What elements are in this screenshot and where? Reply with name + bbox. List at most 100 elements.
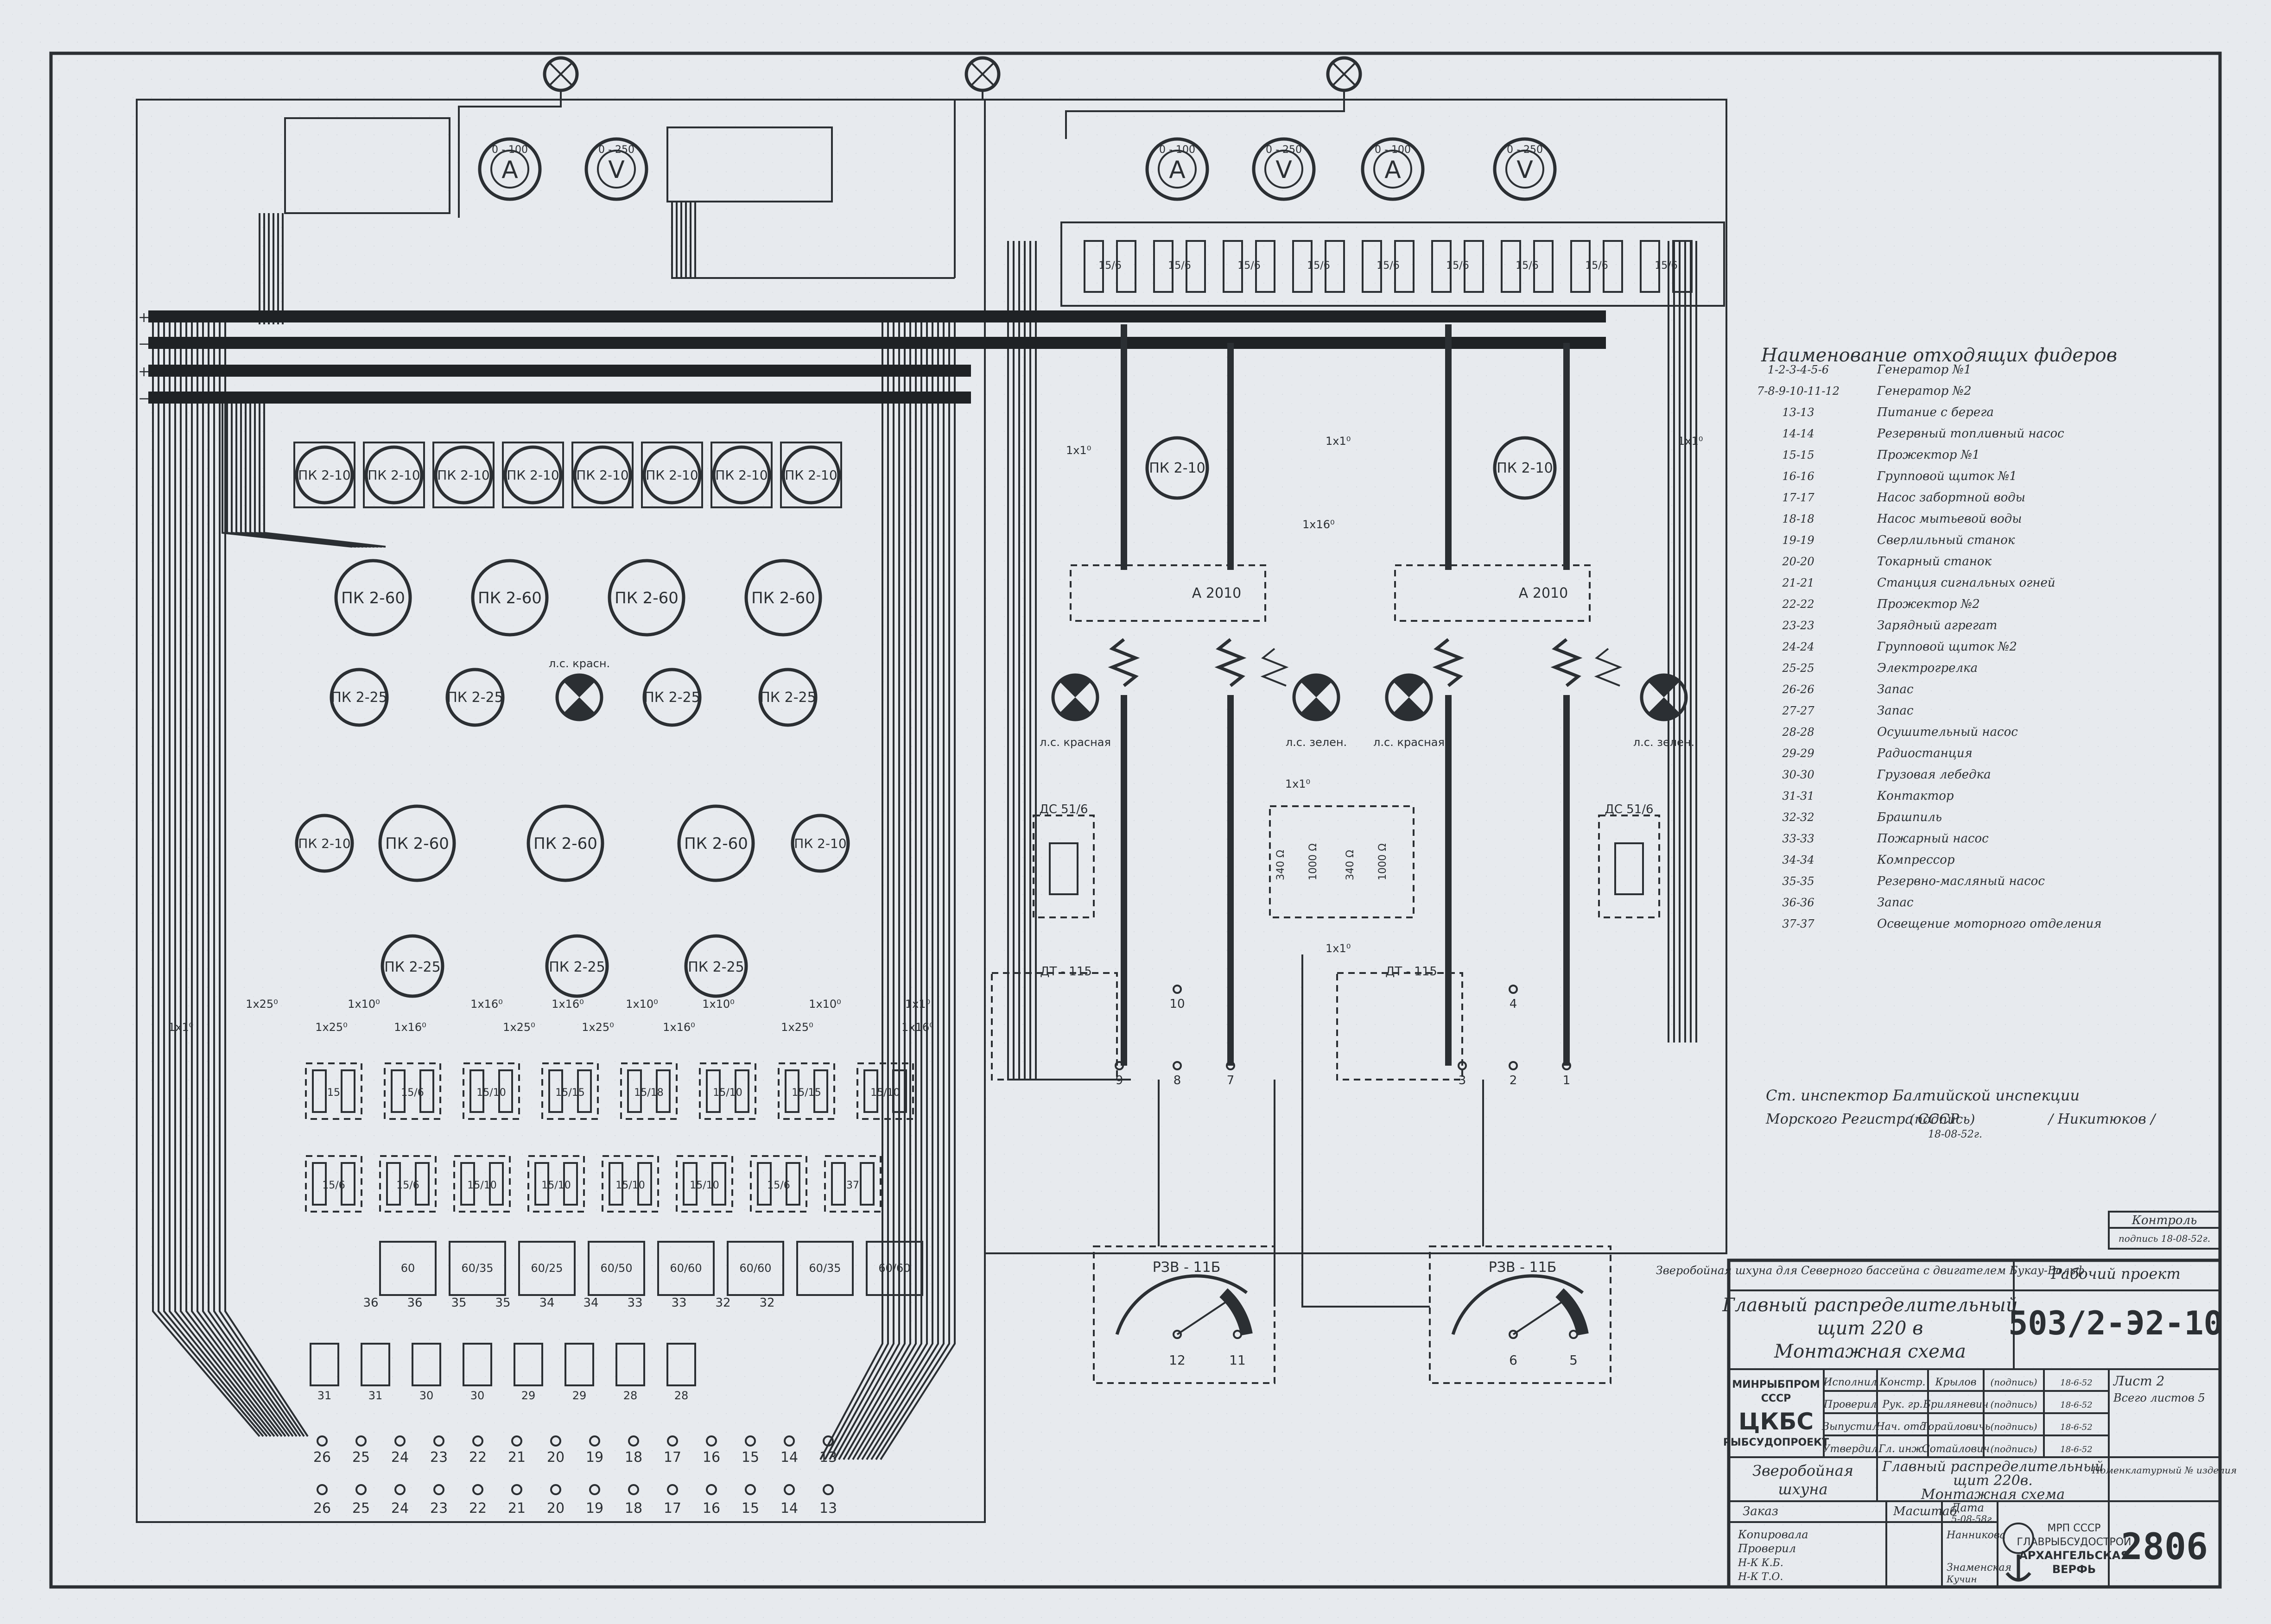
tb-copied: Копировала (1738, 1528, 1808, 1541)
wire (833, 315, 900, 1460)
left-red-lamp-label: л.с. красн. (549, 657, 610, 670)
svg-text:+: + (138, 310, 150, 326)
terminal-number: 21 (508, 1500, 526, 1517)
fuse-label: 15/10 (476, 1087, 506, 1099)
fuse-number: 36 (407, 1296, 422, 1310)
fuse-number: 29 (572, 1389, 587, 1402)
top-fuse-label: 15/6 (1516, 260, 1538, 272)
cable-size-label: 1x1⁰ (905, 998, 930, 1011)
cable-size-label: 1x25⁰ (503, 1021, 535, 1034)
cable-size-label: 1x10⁰ (626, 998, 658, 1011)
voltmeter-symbol: V (608, 156, 625, 184)
tb-plant-2: ГЛАВРЫБСУДОСТРОЙ (2017, 1536, 2131, 1548)
pk260-label: ПК 2-60 (385, 834, 449, 853)
tb-date-row: 18-6-52 (2060, 1445, 2092, 1454)
tb-org-3: ЦКБС (1738, 1408, 1814, 1435)
fuse-number: 32 (759, 1296, 774, 1310)
terminal: 19 (586, 1484, 603, 1517)
right-voltmeter-1-scale: 0 - 250 (1266, 144, 1302, 156)
top-fuse: 15/6 (1362, 240, 1415, 293)
terminal: 16 (703, 1484, 720, 1517)
left-selector-switch-2 (666, 126, 833, 202)
svg-text:+: + (138, 364, 150, 380)
right-meters: A 0 - 100 V 0 - 250 A 0 - 100 V 0 - 250 (1145, 137, 1557, 201)
feeder-number: 21-21 (1782, 576, 1814, 589)
left-ammeter: A 0 - 100 (478, 137, 542, 201)
tb-checker-1: Знаменская (1947, 1562, 2011, 1573)
sheet-frame (49, 51, 2222, 1589)
terminal-number: 25 (352, 1500, 370, 1517)
left-red-lamp: л.с. красн. (549, 657, 610, 721)
wire (829, 315, 894, 1460)
top-fuse-label: 15/6 (1446, 260, 1469, 272)
feeder-number: 22-22 (1782, 598, 1814, 611)
wire (174, 315, 275, 1437)
fuse: 30 (412, 1343, 441, 1402)
wire (163, 315, 268, 1437)
tb-date-row: 18-6-52 (2060, 1400, 2092, 1410)
dt-right-label: ДТ - 115 (1385, 965, 1437, 979)
terminal-number: 15 (742, 1449, 759, 1466)
pk225-switch: ПК 2-25 (330, 668, 389, 727)
pk260-switch: ПК 2-60 (471, 559, 549, 637)
wire (1301, 954, 1430, 1308)
right-panel-outline (984, 99, 1727, 1254)
fuse-number: 36 (363, 1296, 378, 1310)
fuse: 60/35 (796, 1241, 854, 1296)
pk260-switch: ПК 2-60 (378, 804, 456, 882)
top-lamp-1 (543, 56, 579, 92)
feeder-name: Компрессор (1877, 853, 1955, 867)
top-indicator-lamps (543, 56, 1362, 92)
pk210-switch: ПК 2-10 (432, 442, 495, 508)
feeder-name: Пожарный насос (1877, 832, 1989, 846)
fuse-number: 34 (539, 1296, 554, 1310)
fuse-label: 37 (846, 1180, 859, 1191)
fuse: 28 (666, 1343, 696, 1402)
wire (880, 315, 956, 1460)
tb-product-2: шхуна (1778, 1480, 1827, 1498)
tb-sign: (подпись) (1990, 1421, 2037, 1432)
tb-checker-2: Кучин (1946, 1573, 1977, 1585)
tb-nk-to: Н-К Т.О. (1738, 1571, 1783, 1583)
inspector-date: 18-08-52г. (1928, 1129, 1982, 1140)
terminal-number: 22 (469, 1500, 487, 1517)
fuse: 60/25 (518, 1241, 576, 1296)
wire (694, 202, 932, 279)
wire (861, 315, 933, 1460)
feeder-number: 18-18 (1782, 512, 1814, 525)
cable-size-label: 1x16⁰ (901, 1021, 934, 1034)
tb-position: Нач. отд. (1875, 1421, 1929, 1433)
terminal: 24 (391, 1435, 409, 1466)
rzv-relay-right: РЗВ - 11Б 6 5 (1429, 1245, 1611, 1384)
fuse: 28 (615, 1343, 645, 1402)
control-stamp-line: подпись 18-08-52г. (2119, 1233, 2210, 1244)
right-pk210-1-label: ПК 2-10 (1149, 460, 1205, 476)
feeder-table: Наименование отходящих фидеров 1-2-3-4-5… (1757, 345, 2117, 931)
main-busbars: + − + − (138, 310, 1606, 407)
terminal-number: 22 (469, 1449, 487, 1466)
cable-size-label: 1x25⁰ (315, 1021, 348, 1034)
tb-order: Заказ (1743, 1504, 1778, 1518)
resistor-bank: 1x1⁰ 340 Ω 1000 Ω 340 Ω 1000 Ω (1269, 777, 1415, 918)
terminal-number: 23 (430, 1500, 448, 1517)
terminal-number: 13 (819, 1500, 837, 1517)
fuse: 60/60 (657, 1241, 715, 1296)
pk225-label: ПК 2-25 (549, 959, 605, 975)
fuse-number: 32 (715, 1296, 730, 1310)
fuse-label: 15/6 (396, 1180, 419, 1191)
tb-person: Бриляневич (1922, 1399, 1988, 1410)
wire (1065, 90, 1345, 139)
fuse: 15/10 (463, 1062, 520, 1120)
cable-label-4: 1x1⁰ (1678, 435, 1703, 448)
feeder-number: 28-28 (1782, 726, 1814, 739)
pk225-label: ПК 2-25 (384, 959, 440, 975)
fuse-number: 28 (674, 1389, 689, 1402)
feeder-name: Радиостанция (1877, 746, 1973, 760)
